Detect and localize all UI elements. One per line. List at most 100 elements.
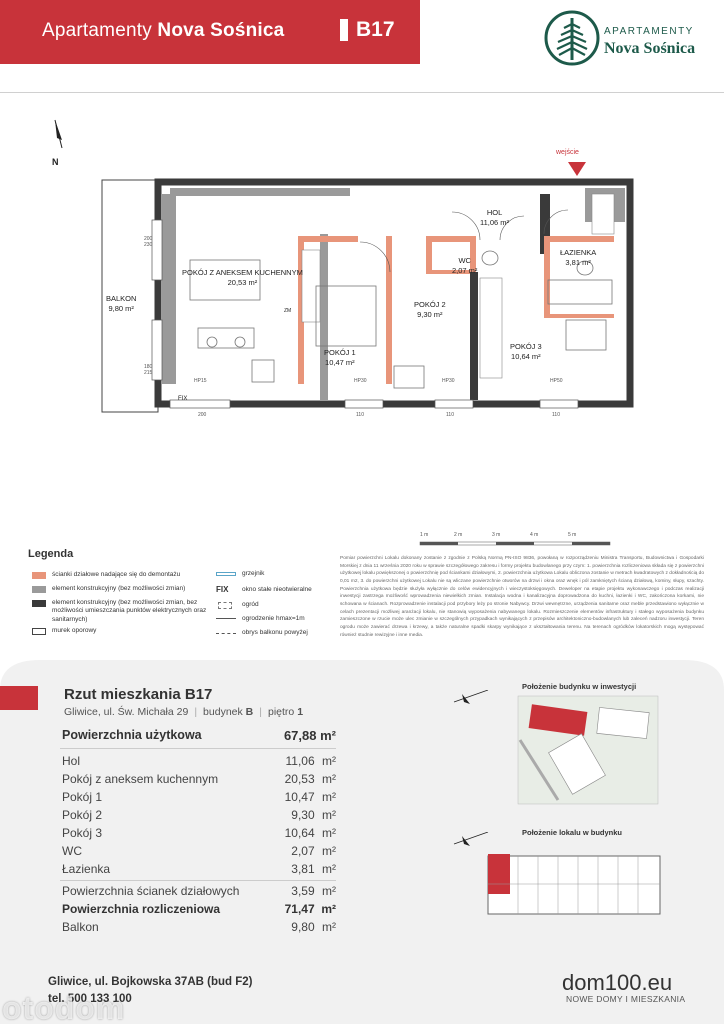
room-area-unit: m²	[322, 862, 336, 876]
dim-hp50: HP50	[550, 378, 563, 384]
dim-hp30-2: HP30	[442, 378, 455, 384]
balcony-area-row: Balkon 9,80 m²	[60, 920, 336, 934]
walls-area-value: 3,59	[291, 884, 315, 898]
info-title: Rzut mieszkania B17	[64, 686, 213, 703]
room-balkon-area: 9,80 m²	[108, 304, 134, 314]
header-title-light: Apartamenty	[42, 20, 152, 41]
room-balkon: BALKON 9,80 m²	[106, 294, 136, 314]
dom100-brand[interactable]: dom100.eu	[562, 970, 673, 995]
room-area-unit: m²	[322, 808, 336, 822]
block-mark-icon	[340, 19, 348, 41]
logo: APARTAMENTY Nova Sośnica	[542, 8, 712, 68]
info-subtitle: Gliwice, ul. Św. Michała 29|budynek B|pi…	[64, 706, 304, 718]
scale-2m: 2 m	[454, 532, 463, 538]
legend-structural-fixed-swatch	[32, 600, 46, 607]
rooms-underline	[60, 880, 336, 881]
room-area-value: 11,06	[285, 754, 315, 768]
room-hol: HOL 11,06 m²	[480, 208, 509, 228]
room-balkon-name: BALKON	[106, 294, 137, 303]
scale-1m: 1 m	[420, 532, 429, 538]
room-area-value: 2,07	[291, 844, 315, 858]
north-arrow-icon	[54, 119, 63, 149]
settlement-area-unit: m²	[321, 902, 336, 916]
balcony-outline-icon	[216, 633, 236, 634]
settlement-area-row: Powierzchnia rozliczeniowa 71,47 m²	[60, 902, 336, 916]
footer-address-line1: Gliwice, ul. Bojkowska 37AB (bud F2)	[48, 976, 253, 988]
legend-item-radiator: grzejnik	[242, 570, 265, 577]
garden-icon	[218, 602, 232, 609]
radiator-icon	[216, 572, 236, 576]
logo-apartamenty: APARTAMENTY	[604, 26, 694, 37]
room-wc: WC 2,07 m²	[452, 256, 477, 276]
info-floor: 1	[297, 706, 304, 718]
header-title: Apartamenty Nova Sośnica	[42, 20, 284, 42]
room-area-value: 20,53	[284, 772, 315, 786]
room-area-value: 9,30	[291, 808, 315, 822]
dim-110-2: 110	[446, 412, 454, 418]
scale-4m: 4 m	[530, 532, 539, 538]
footer-address: Gliwice, ul. Bojkowska 37AB (bud F2) tel…	[48, 974, 252, 1007]
room-area-value: 3,81	[291, 862, 315, 876]
logo-brand: Nova Sośnica	[604, 40, 696, 57]
room-wc-area: 2,07 m²	[452, 266, 478, 276]
dim-110-1: 110	[356, 412, 364, 418]
footer-phone: tel. 500 133 100	[48, 992, 132, 1005]
total-area-label: Powierzchnia użytkowa	[62, 728, 202, 742]
room-area-label: Hol	[62, 754, 81, 768]
dim-200-top: 200	[144, 236, 153, 242]
unit-location-title: Położenie lokalu w budynku	[522, 828, 623, 837]
legend: Legenda ścianki działowe nadające się do…	[28, 548, 328, 648]
room-pokoj1-area: 10,47 m²	[325, 358, 355, 368]
dim-230: 230	[144, 242, 153, 248]
block-label: B17	[340, 18, 395, 42]
dom100-tagline: NOWE DOMY I MIESZKANIA	[566, 994, 686, 1004]
dim-215: 215	[144, 370, 153, 376]
room-area-unit: m²	[322, 826, 336, 840]
info-address: Gliwice, ul. Św. Michała 29	[64, 706, 189, 718]
room-pokoj2-name: POKÓJ 2	[414, 300, 446, 309]
room-area-label: Pokój 2	[62, 808, 103, 822]
zm-label: ZM	[284, 308, 292, 314]
legend-item-fixed-window: okno stałe nieotwieralne	[242, 586, 312, 593]
entrance-arrow-icon	[568, 162, 586, 176]
legend-title: Legenda	[28, 548, 74, 560]
tree-logo-icon	[544, 10, 600, 66]
room-pokoj3-name: POKÓJ 3	[510, 342, 542, 351]
dim-200-bottom: 200	[198, 412, 207, 418]
fence-icon	[216, 618, 236, 619]
fix-label: FIX	[178, 396, 188, 402]
legend-item-fence: ogrodzenie hmax=1m	[242, 615, 305, 622]
investment-site-map	[453, 690, 659, 805]
building-location-map	[453, 832, 661, 915]
scale-3m: 3 m	[492, 532, 501, 538]
room-hol-name: HOL	[486, 208, 503, 217]
scale-bar	[419, 541, 611, 546]
north-label: N	[52, 157, 59, 167]
settlement-area-value: 71,47	[284, 902, 315, 916]
room-area-value: 10,64	[284, 826, 315, 840]
dim-hp30-1: HP30	[354, 378, 367, 384]
otodom-watermark: otodom	[2, 990, 126, 1026]
room-pokoj3: POKÓJ 3 10,64 m²	[510, 342, 542, 362]
total-area-row: Powierzchnia użytkowa 67,88 m²	[60, 728, 336, 743]
legend-item-wall: murek oporowy	[52, 627, 97, 634]
legend-partition-swatch	[32, 572, 46, 579]
room-area-row: Pokój 2 9,30 m²	[60, 808, 336, 822]
room-area-label: Łazienka	[62, 862, 111, 876]
room-area-label: Pokój 3	[62, 826, 103, 840]
room-area-row: Łazienka 3,81 m²	[60, 862, 336, 876]
room-lazienka-area: 3,81 m²	[565, 258, 591, 268]
settlement-area-label: Powierzchnia rozliczeniowa	[62, 902, 221, 916]
block-label-text: B17	[356, 18, 395, 41]
walls-area-row: Powierzchnia ścianek działowych 3,59 m²	[60, 884, 336, 898]
legend-wall-swatch	[32, 628, 46, 635]
floor-plan-drawing	[54, 119, 634, 546]
entrance-label: wejście	[556, 149, 579, 156]
disclaimer: Pomiar powierzchni Lokalu dokonany zosta…	[340, 556, 704, 638]
room-area-unit: m²	[322, 772, 336, 786]
room-lazienka-name: ŁAZIENKA	[560, 248, 597, 257]
walls-area-label: Powierzchnia ścianek działowych	[62, 884, 240, 898]
